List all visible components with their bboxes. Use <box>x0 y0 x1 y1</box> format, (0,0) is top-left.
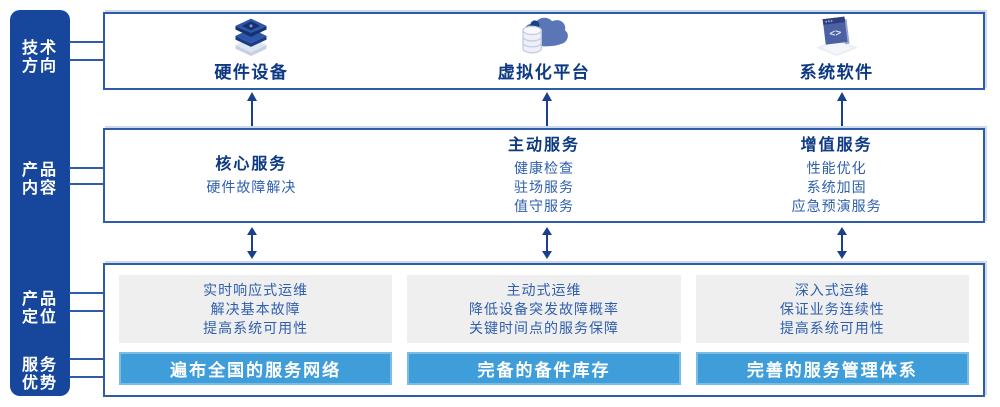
rail-label-line: 内容 <box>21 180 58 197</box>
code-window-icon: <> <box>815 16 858 56</box>
connector-line <box>69 167 105 169</box>
double-arrow-icon <box>837 227 847 259</box>
positioning-line: 关键时间点的服务保障 <box>468 319 619 336</box>
positioning-card: 主动式运维 降低设备突发故障概率 关键时间点的服务保障 <box>407 275 681 343</box>
positioning-line: 降低设备突发故障概率 <box>468 300 619 317</box>
connector-line <box>69 358 105 360</box>
tech-item-label: 硬件设备 <box>214 63 289 82</box>
positioning-line: 深入式运维 <box>794 281 870 298</box>
positioning-line: 解决基本故障 <box>210 300 301 317</box>
positioning-card: 实时响应式运维 解决基本故障 提高系统可用性 <box>119 275 393 343</box>
service-column-title: 核心服务 <box>215 156 288 173</box>
tech-item-label: 虚拟化平台 <box>497 63 591 82</box>
service-column-value-added: 增值服务 性能优化 系统加固 应急预演服务 <box>690 130 983 221</box>
positioning-line: 实时响应式运维 <box>203 281 309 298</box>
tech-item-hardware: 硬件设备 <box>105 14 398 88</box>
rail-label-line: 方向 <box>21 58 58 75</box>
rail-label-line: 技术 <box>21 40 58 57</box>
connector-line <box>69 376 105 378</box>
service-column-core: 核心服务 硬件故障解决 <box>105 130 398 221</box>
rail-label-service-advantage: 服务 优势 <box>10 357 70 393</box>
positioning-column-proactive: 主动式运维 降低设备突发故障概率 关键时间点的服务保障 完备的备件库存 <box>407 275 681 385</box>
service-column-title: 增值服务 <box>800 137 873 154</box>
category-rail: 技术 方向 产品 内容 产品 定位 服务 优势 <box>10 10 70 396</box>
service-item: 健康检查 <box>514 160 574 176</box>
positioning-line: 主动式运维 <box>506 281 582 298</box>
service-item: 应急预演服务 <box>791 198 882 214</box>
connector-line <box>69 292 105 294</box>
advantage-banner: 遍布全国的服务网络 <box>119 352 393 385</box>
connector-line <box>69 59 105 61</box>
up-arrow-icon <box>247 92 257 126</box>
service-column-proactive: 主动服务 健康检查 驻场服务 值守服务 <box>398 130 691 221</box>
tech-item-system-software: <> 系统软件 <box>690 14 983 88</box>
rail-label-line: 定位 <box>21 309 58 326</box>
rail-label-tech-direction: 技术 方向 <box>10 40 70 76</box>
positioning-advantage-panel: 实时响应式运维 解决基本故障 提高系统可用性 遍布全国的服务网络 主动式运维 降… <box>103 263 985 397</box>
rail-label-line: 产品 <box>21 291 58 308</box>
connector-line <box>69 183 105 185</box>
svg-text:<>: <> <box>828 27 841 39</box>
up-arrow-icon <box>542 92 552 126</box>
advantage-banner: 完备的备件库存 <box>407 352 681 385</box>
positioning-column-realtime: 实时响应式运维 解决基本故障 提高系统可用性 遍布全国的服务网络 <box>119 275 393 385</box>
positioning-card: 深入式运维 保证业务连续性 提高系统可用性 <box>695 275 969 343</box>
positioning-line: 提高系统可用性 <box>203 319 309 336</box>
rail-label-line: 产品 <box>21 162 58 179</box>
rail-label-product-content: 产品 内容 <box>10 162 70 198</box>
service-item: 值守服务 <box>514 198 574 214</box>
connector-line <box>69 310 105 312</box>
product-content-panel: 核心服务 硬件故障解决 主动服务 健康检查 驻场服务 值守服务 增值服务 性能优… <box>103 128 985 223</box>
advantage-banner: 完善的服务管理体系 <box>695 352 969 385</box>
tech-item-virtualization: 虚拟化平台 <box>398 14 691 88</box>
positioning-column-indepth: 深入式运维 保证业务连续性 提高系统可用性 完善的服务管理体系 <box>695 275 969 385</box>
cloud-database-icon <box>522 17 568 54</box>
service-item: 性能优化 <box>806 160 867 176</box>
connector-line <box>69 41 105 43</box>
double-arrow-icon <box>247 227 257 259</box>
double-arrow-icon <box>542 227 552 259</box>
positioning-line: 保证业务连续性 <box>779 300 885 317</box>
tech-direction-panel: 硬件设备 虚拟化平台 <box>103 12 985 90</box>
rail-label-line: 服务 <box>21 357 58 374</box>
service-column-title: 主动服务 <box>508 137 581 154</box>
positioning-line: 提高系统可用性 <box>779 319 885 336</box>
service-item: 驻场服务 <box>514 179 574 195</box>
tech-item-label: 系统软件 <box>799 63 874 82</box>
service-item: 系统加固 <box>806 179 867 195</box>
hardware-stack-icon <box>235 18 267 56</box>
up-arrow-icon <box>837 92 847 126</box>
service-item: 硬件故障解决 <box>206 179 297 195</box>
rail-label-product-positioning: 产品 定位 <box>10 291 70 327</box>
rail-label-line: 优势 <box>21 375 58 392</box>
